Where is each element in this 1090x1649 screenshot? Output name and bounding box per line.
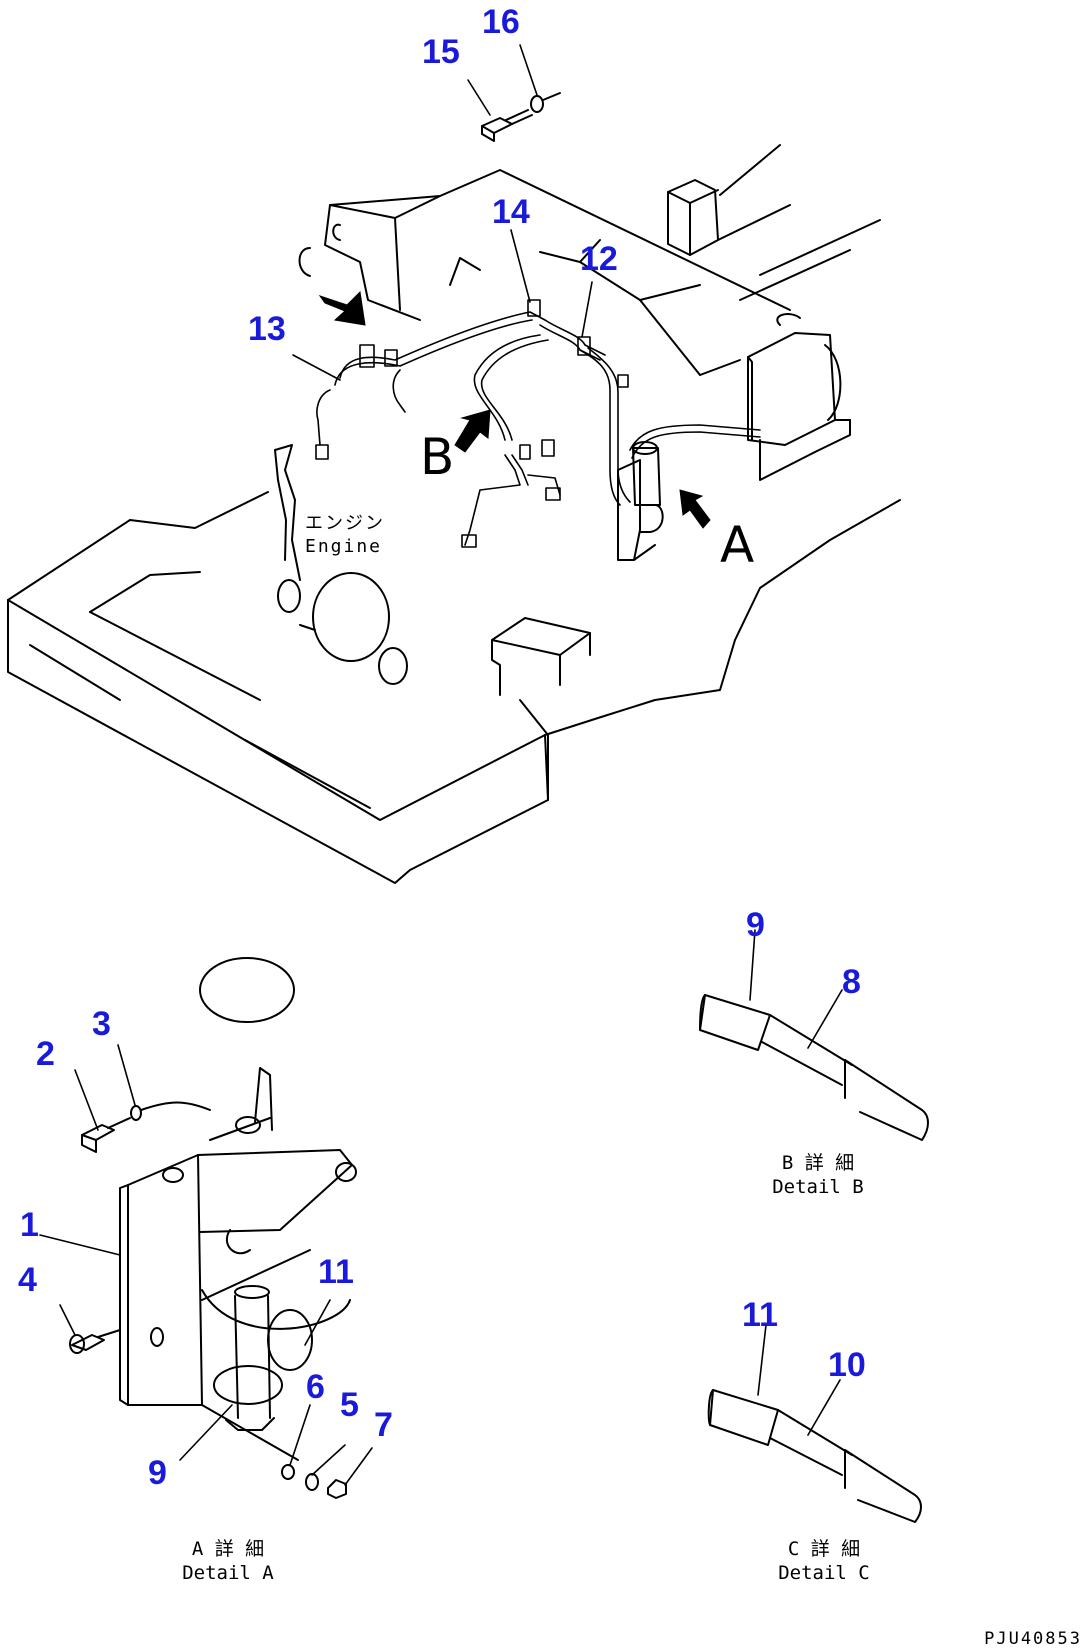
callout-8: 8 — [842, 963, 861, 1001]
view-letter-a: A — [720, 516, 755, 574]
callout-1: 1 — [20, 1206, 39, 1244]
engine-label-jp: エンジン — [305, 513, 385, 534]
detail-a-drawing — [69, 957, 357, 1499]
engine-label: エンジン Engine — [305, 512, 385, 559]
callout-4: 4 — [18, 1261, 37, 1299]
callout-13: 13 — [248, 310, 286, 348]
deck-box — [491, 617, 591, 696]
callout-7: 7 — [374, 1406, 393, 1444]
wiring-harness — [315, 299, 761, 548]
callout-11-detail-c: 11 — [742, 1296, 778, 1334]
caption-detail-c-jp: C 詳 細 — [787, 1538, 861, 1560]
bolt-15-drawing — [481, 109, 533, 142]
callout-9-detail-a: 9 — [148, 1454, 167, 1492]
view-arrow-c — [318, 290, 366, 326]
callout-14: 14 — [492, 193, 530, 231]
leader-lines-detail-a — [39, 1044, 373, 1486]
view-arrow-b — [454, 409, 491, 453]
callout-6: 6 — [306, 1368, 325, 1406]
callout-3: 3 — [92, 1005, 111, 1043]
callout-2: 2 — [36, 1035, 55, 1073]
callout-12: 12 — [580, 240, 618, 278]
caption-detail-c-en: Detail C — [778, 1561, 870, 1584]
caption-detail-b: B 詳 細 Detail B — [758, 1152, 878, 1200]
callout-16: 16 — [482, 3, 520, 41]
view-arrow-a — [679, 489, 711, 529]
callout-10: 10 — [828, 1346, 866, 1384]
callout-15: 15 — [422, 33, 460, 71]
engine-label-en: Engine — [305, 536, 383, 558]
view-letter-b: B — [420, 428, 455, 486]
document-number: PJU40853 — [984, 1629, 1082, 1649]
engine-block — [274, 444, 408, 685]
caption-detail-b-en: Detail B — [772, 1175, 864, 1198]
component-a-assembly — [617, 441, 664, 561]
washer-16-drawing — [530, 92, 561, 113]
chassis-deck — [7, 491, 901, 884]
detail-c-drawing — [707, 1324, 922, 1523]
caption-detail-a-en: Detail A — [182, 1561, 274, 1584]
caption-detail-a-jp: A 詳 細 — [191, 1538, 265, 1560]
callout-11-detail-a: 11 — [318, 1253, 354, 1291]
upper-housing — [298, 169, 791, 376]
caption-detail-b-jp: B 詳 細 — [781, 1152, 855, 1174]
tank-right — [747, 313, 851, 481]
detail-b-drawing — [699, 929, 929, 1141]
leader-lines-top — [292, 44, 593, 381]
caption-detail-c: C 詳 細 Detail C — [764, 1538, 884, 1586]
callout-5: 5 — [340, 1386, 359, 1424]
caption-detail-a: A 詳 細 Detail A — [168, 1538, 288, 1586]
upper-right-machinery — [667, 144, 881, 301]
callout-9-detail-b: 9 — [746, 906, 765, 944]
